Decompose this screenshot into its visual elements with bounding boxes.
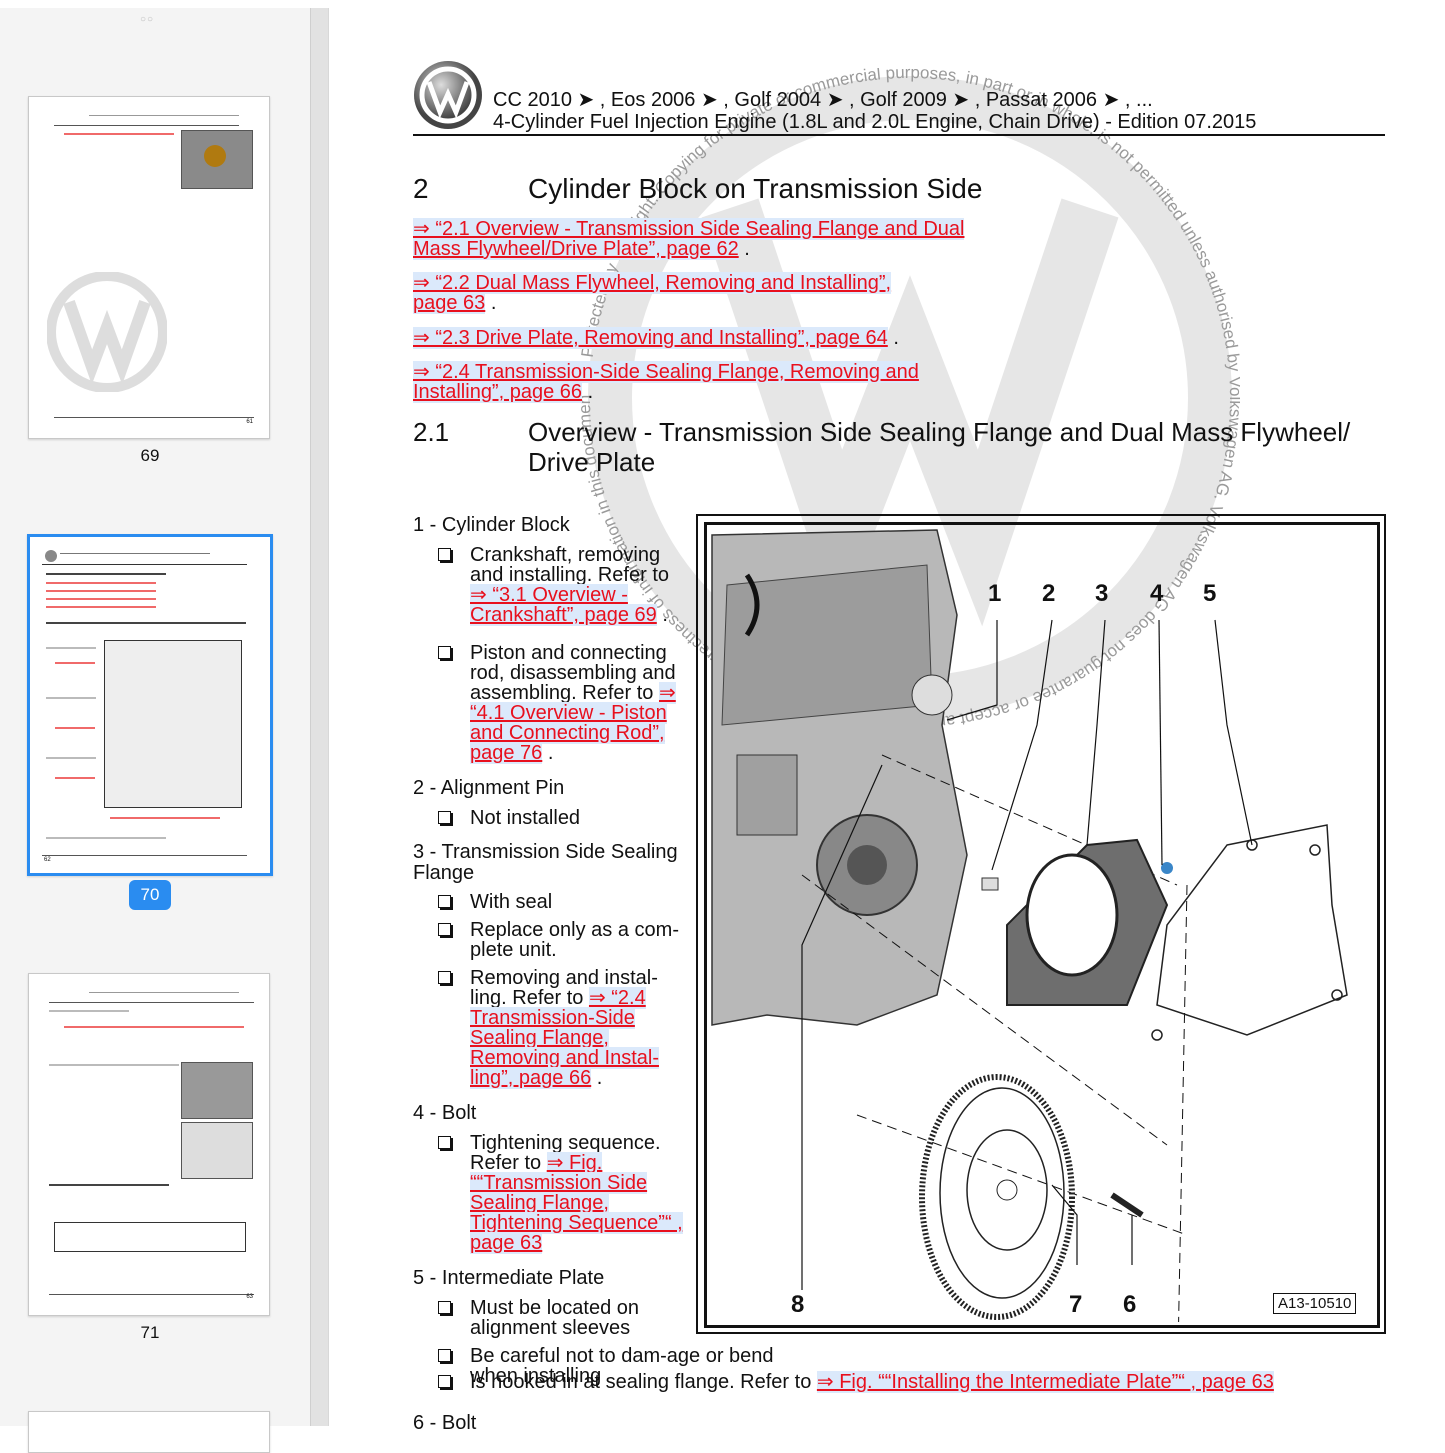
- callout-2: 2: [1042, 580, 1055, 607]
- checkbox-bullet-icon: [438, 1136, 451, 1149]
- subsection-number: 2.1: [413, 417, 450, 447]
- checkbox-bullet-icon: [438, 646, 451, 659]
- intermediate-plate-drawing: [1151, 824, 1348, 1041]
- thumbnail-page-number: 61: [246, 419, 253, 425]
- bullet: Removing and instal-ling. Refer to ⇒ “2.…: [413, 968, 688, 1089]
- callout-8: 8: [791, 1291, 804, 1318]
- bullet: Is hooked in at sealing flange. Refer to…: [413, 1371, 1445, 1393]
- checkbox-bullet-icon: [438, 895, 451, 908]
- section-title: Cylinder Block on Transmission Side: [528, 173, 983, 204]
- section-link-2-1-row: ⇒ “2.1 Overview - Transmission Side Seal…: [413, 218, 965, 260]
- header-subtitle: 4-Cylinder Fuel Injection Engine (1.8L a…: [493, 111, 1257, 133]
- callout-5: 5: [1203, 580, 1216, 607]
- checkbox-bullet-icon: [438, 1375, 451, 1388]
- section-link-2-4-row: ⇒ “2.4 Transmission-Side Sealing Flange,…: [413, 361, 919, 403]
- section-link-2-2-row: ⇒ “2.2 Dual Mass Flywheel, Removing and …: [413, 272, 892, 314]
- sidebar-resize-grip[interactable]: ○○: [140, 14, 155, 25]
- alignment-pin-drawing: [981, 877, 999, 891]
- checkbox-bullet-icon: [438, 548, 451, 561]
- figure-id: A13-10510: [1273, 1293, 1357, 1314]
- bullet: Crankshaft, removing and installing. Ref…: [413, 545, 688, 626]
- item-heading: 3 - Transmission Side Sealing Flange: [413, 841, 678, 884]
- thumbnail-label: 71: [140, 1323, 160, 1342]
- callout-1: 1: [988, 580, 1001, 607]
- item-heading: 4 - Bolt: [413, 1102, 477, 1124]
- checkbox-bullet-icon: [438, 811, 451, 824]
- link-intermediate-plate-fig[interactable]: ⇒ Fig. ““Installing the Intermediate Pla…: [816, 1371, 1274, 1393]
- bullet: Tightening sequence. Refer to ⇒ Fig. ““T…: [413, 1133, 688, 1254]
- callout-7: 7: [1069, 1291, 1082, 1318]
- item-heading: 2 - Alignment Pin: [413, 777, 565, 799]
- callout-4: 4: [1150, 580, 1164, 607]
- thumbnail-figure: [181, 130, 253, 189]
- header-models: CC 2010 ➤ , Eos 2006 ➤ , Golf 2004 ➤ , G…: [493, 89, 1153, 111]
- vw-logo-icon: [45, 550, 57, 562]
- sealing-flange-drawing: [1006, 838, 1169, 1006]
- thumbnail-page-number: 62: [44, 857, 51, 863]
- thumbnail-label-selected: 70: [129, 880, 171, 910]
- bolt-6-drawing: [1110, 1192, 1144, 1218]
- bullet: With seal: [413, 892, 688, 912]
- thumbnail-figure: [181, 1062, 253, 1119]
- item-heading: 5 - Intermediate Plate: [413, 1267, 605, 1289]
- page-thumbnail-72[interactable]: [28, 1411, 270, 1453]
- thumbnail-caution-box: [54, 1222, 246, 1252]
- flywheel-drawing: [919, 1074, 1075, 1320]
- sidebar-scrollbar[interactable]: [310, 8, 329, 1426]
- page-thumbnail-71[interactable]: 63: [28, 973, 270, 1316]
- bullet: Piston and connecting rod, disassembling…: [413, 643, 688, 764]
- bolt-4-drawing: [1161, 862, 1173, 874]
- thumbnail-figure: [181, 1122, 253, 1179]
- checkbox-bullet-icon: [438, 1349, 451, 1362]
- section-number: 2: [413, 173, 429, 204]
- subsection-title: Overview - Transmission Side Sealing Fla…: [528, 417, 1351, 477]
- thumbnail-sidebar: ○○ 61 69 62 70: [0, 8, 310, 1453]
- header-rule: [413, 134, 1385, 136]
- checkbox-bullet-icon: [438, 923, 451, 936]
- section-link-2-3-row: ⇒ “2.3 Drive Plate, Removing and Install…: [413, 327, 899, 349]
- page-thumbnail-69[interactable]: 61: [28, 96, 270, 439]
- link-dual-mass-flywheel[interactable]: ⇒ “2.2 Dual Mass Flywheel, Removing and …: [413, 272, 892, 314]
- item-heading: 6 - Bolt: [413, 1412, 477, 1434]
- bullet: Must be located on alignment sleeves: [413, 1298, 688, 1338]
- bullet: Not installed: [413, 808, 688, 828]
- link-crankshaft-overview[interactable]: ⇒ “3.1 Overview - Crankshaft”, page 69: [470, 584, 657, 626]
- item-heading: 1 - Cylinder Block: [413, 514, 570, 536]
- cylinder-block-drawing: [711, 529, 968, 1026]
- link-drive-plate[interactable]: ⇒ “2.3 Drive Plate, Removing and Install…: [413, 327, 888, 349]
- link-sealing-flange-removing[interactable]: ⇒ “2.4 Transmission-Side Sealing Flange,…: [413, 361, 919, 403]
- vw-watermark-icon: [47, 272, 167, 392]
- checkbox-bullet-icon: [438, 1301, 451, 1314]
- page-thumbnail-70[interactable]: 62: [27, 534, 273, 876]
- engine-diagram: 1 2 3 4 5 6 7 8: [711, 529, 1348, 1322]
- callout-leaders: [801, 619, 1253, 1290]
- bullet: Be careful not to dam-age or bend when i…: [413, 1346, 790, 1386]
- exploded-view-figure: 1 2 3 4 5 6 7 8 A13-10510: [696, 514, 1386, 1334]
- callout-3: 3: [1095, 580, 1108, 607]
- thumbnail-figure: [104, 640, 242, 808]
- thumbnail-page-number: 63: [246, 1294, 253, 1300]
- bullet: Replace only as a com-plete unit.: [413, 920, 688, 960]
- thumbnail-label: 69: [140, 446, 160, 465]
- callout-6: 6: [1123, 1291, 1136, 1318]
- checkbox-bullet-icon: [438, 971, 451, 984]
- item-list: 1 - Cylinder Block Crankshaft, removing …: [413, 514, 774, 1386]
- vw-logo-icon: [414, 61, 482, 129]
- link-overview-sealing-flange[interactable]: ⇒ “2.1 Overview - Transmission Side Seal…: [413, 218, 965, 260]
